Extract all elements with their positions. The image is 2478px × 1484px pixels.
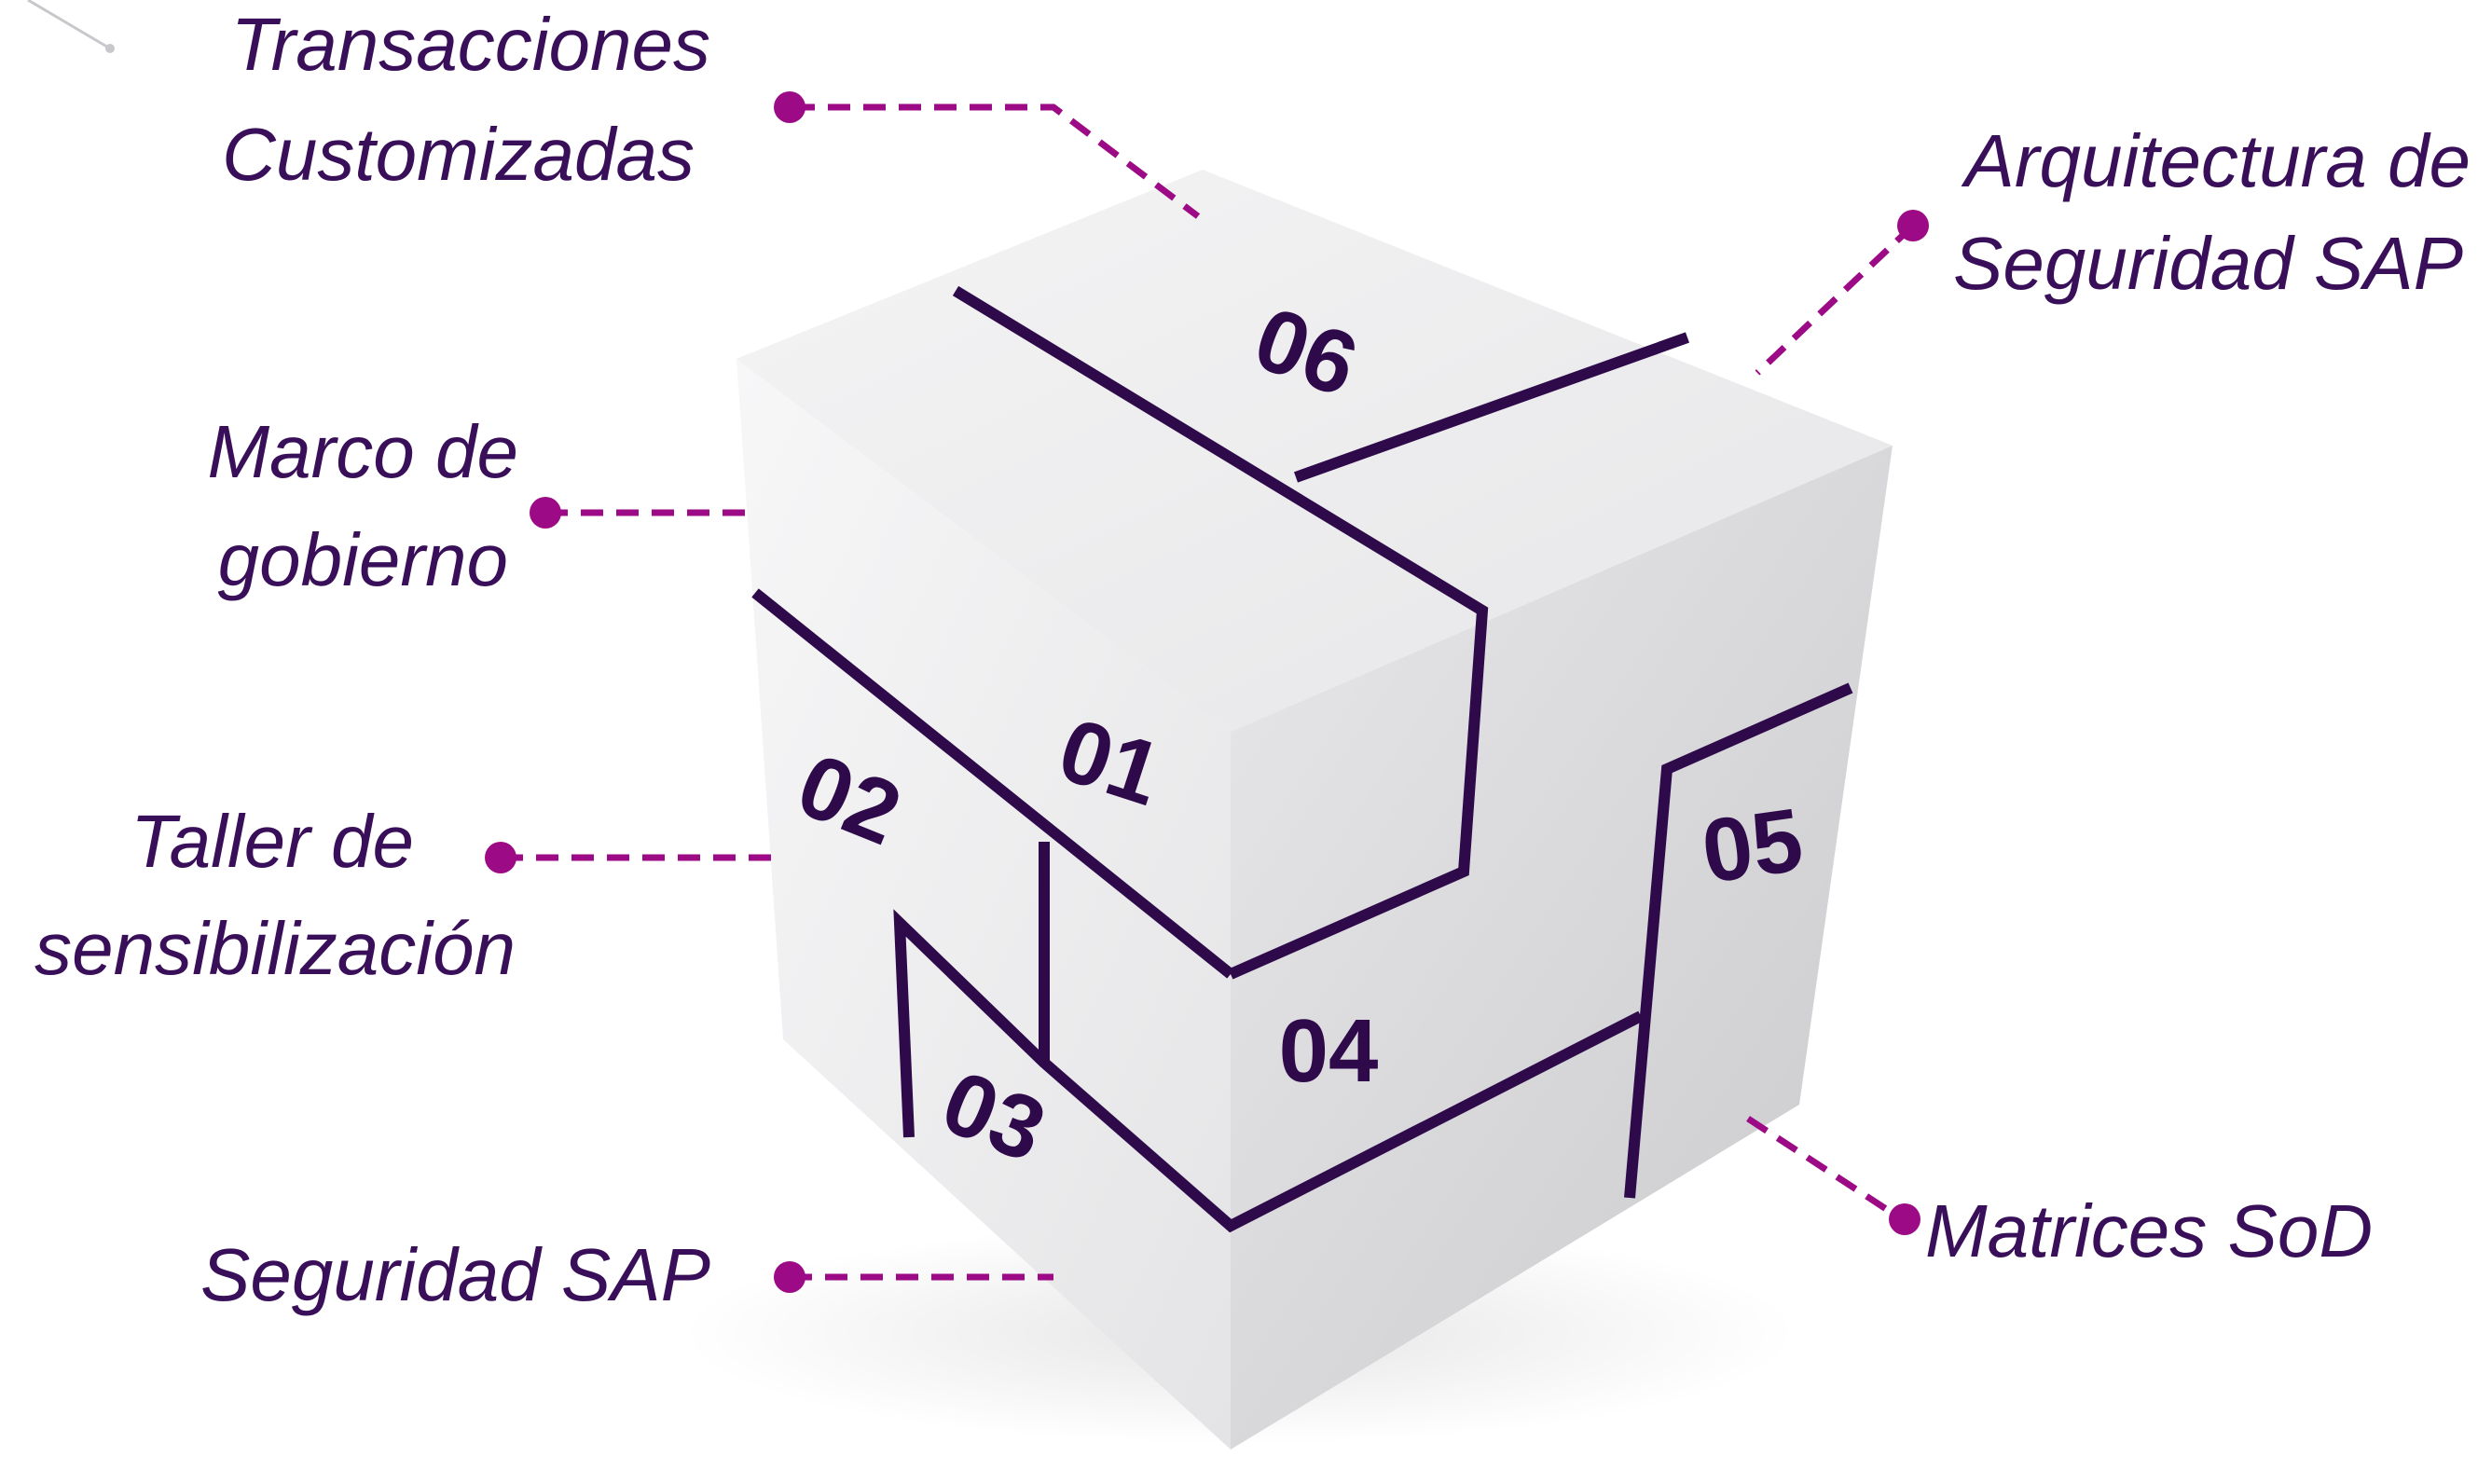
seam-06-right <box>1293 332 1690 483</box>
cube-number-05: 05 <box>1696 790 1809 902</box>
label-transacciones-line1: Transacciones <box>231 3 710 86</box>
seam-01-bottom <box>751 588 1234 979</box>
cube <box>737 170 1893 1450</box>
label-transacciones-line2: Customizadas <box>222 113 695 196</box>
seam-03-box <box>893 909 1644 1233</box>
dot-transacciones <box>774 91 805 123</box>
dot-arquitectura <box>1897 210 1929 241</box>
label-taller-line1: Taller de <box>131 800 414 883</box>
seam-05 <box>1624 682 1853 1199</box>
dot-taller <box>485 842 516 873</box>
cube-top-face <box>737 170 1893 732</box>
dot-marco <box>530 497 561 529</box>
cube-left-face <box>737 359 1231 1450</box>
seam-06-left <box>952 285 1489 980</box>
leader-transacciones <box>792 103 1201 219</box>
leader-matrices <box>1746 1116 1904 1222</box>
label-marco-line2: gobierno <box>218 518 508 601</box>
label-arquitectura-line2: Seguridad SAP <box>1953 222 2463 305</box>
label-arquitectura-line1: Arquitectura de <box>1961 119 2471 202</box>
leader-lines <box>485 91 1929 1293</box>
dot-seguridad <box>774 1261 805 1293</box>
cube-right-face <box>1231 446 1893 1450</box>
label-taller-line2: sensibilización <box>34 907 516 990</box>
corner-decoration <box>27 0 111 50</box>
label-marco-line1: Marco de <box>208 410 518 493</box>
leader-arquitectura <box>1755 223 1916 376</box>
label-matrices: Matrices SoD <box>1925 1189 2373 1272</box>
labels: Transacciones Customizadas Arquitectura … <box>34 3 2471 1316</box>
corner-dot <box>105 44 115 53</box>
label-seguridad: Seguridad SAP <box>200 1233 710 1316</box>
dot-matrices <box>1889 1203 1920 1235</box>
cube-number-04: 04 <box>1279 1001 1379 1101</box>
